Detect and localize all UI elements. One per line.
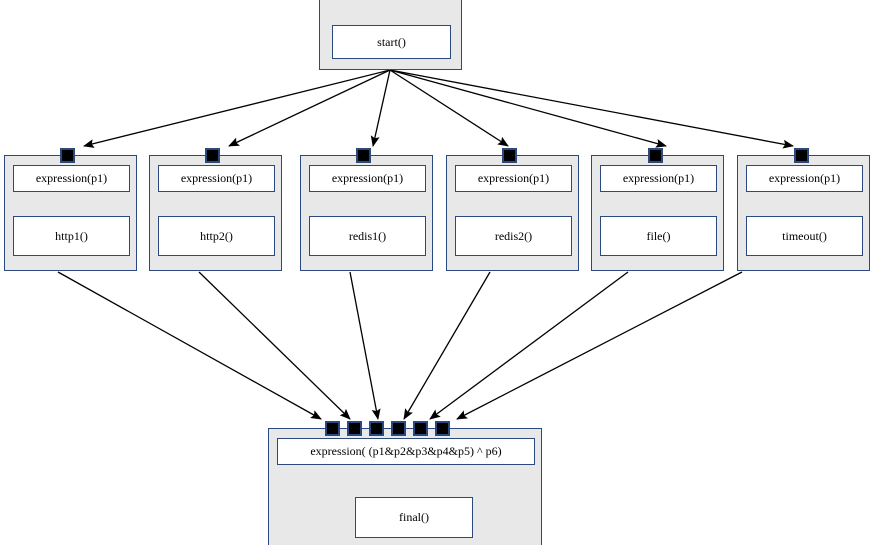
node-branch-file[interactable]: expression(p1) file() <box>591 155 724 271</box>
port-final-in-4 <box>391 421 406 436</box>
branch-method-label: redis1() <box>309 216 426 256</box>
edges-from-start <box>83 69 794 149</box>
port-branch-file-in <box>648 148 663 163</box>
branch-expression-label: expression(p1) <box>455 165 572 192</box>
start-method-label: start() <box>332 25 451 59</box>
port-branch-redis2-in <box>502 148 517 163</box>
port-branch-http2-in <box>205 148 220 163</box>
port-final-in-1 <box>325 421 340 436</box>
branch-expression-label: expression(p1) <box>600 165 717 192</box>
branch-method-label: timeout() <box>746 216 863 256</box>
port-final-in-5 <box>413 421 428 436</box>
port-final-in-6 <box>435 421 450 436</box>
node-branch-http2[interactable]: expression(p1) http2() <box>149 155 282 271</box>
node-branch-http1[interactable]: expression(p1) http1() <box>4 155 137 271</box>
final-expression-label: expression( (p1&p2&p3&p4&p5) ^ p6) <box>277 438 535 465</box>
final-method-label: final() <box>355 497 473 538</box>
branch-method-label: http1() <box>13 216 130 256</box>
branch-method-label: file() <box>600 216 717 256</box>
port-branch-http1-in <box>60 148 75 163</box>
node-branch-redis2[interactable]: expression(p1) redis2() <box>446 155 579 271</box>
branch-expression-label: expression(p1) <box>13 165 130 192</box>
edges-to-final <box>57 271 743 420</box>
branch-expression-label: expression(p1) <box>746 165 863 192</box>
node-final[interactable]: expression( (p1&p2&p3&p4&p5) ^ p6) final… <box>268 428 542 545</box>
branch-expression-label: expression(p1) <box>158 165 275 192</box>
node-branch-timeout[interactable]: expression(p1) timeout() <box>737 155 870 271</box>
branch-method-label: http2() <box>158 216 275 256</box>
port-branch-timeout-in <box>794 148 809 163</box>
port-final-in-3 <box>369 421 384 436</box>
node-start[interactable]: start() <box>319 0 462 70</box>
node-branch-redis1[interactable]: expression(p1) redis1() <box>300 155 433 271</box>
port-final-in-2 <box>347 421 362 436</box>
branch-method-label: redis2() <box>455 216 572 256</box>
port-branch-redis1-in <box>356 148 371 163</box>
branch-expression-label: expression(p1) <box>309 165 426 192</box>
